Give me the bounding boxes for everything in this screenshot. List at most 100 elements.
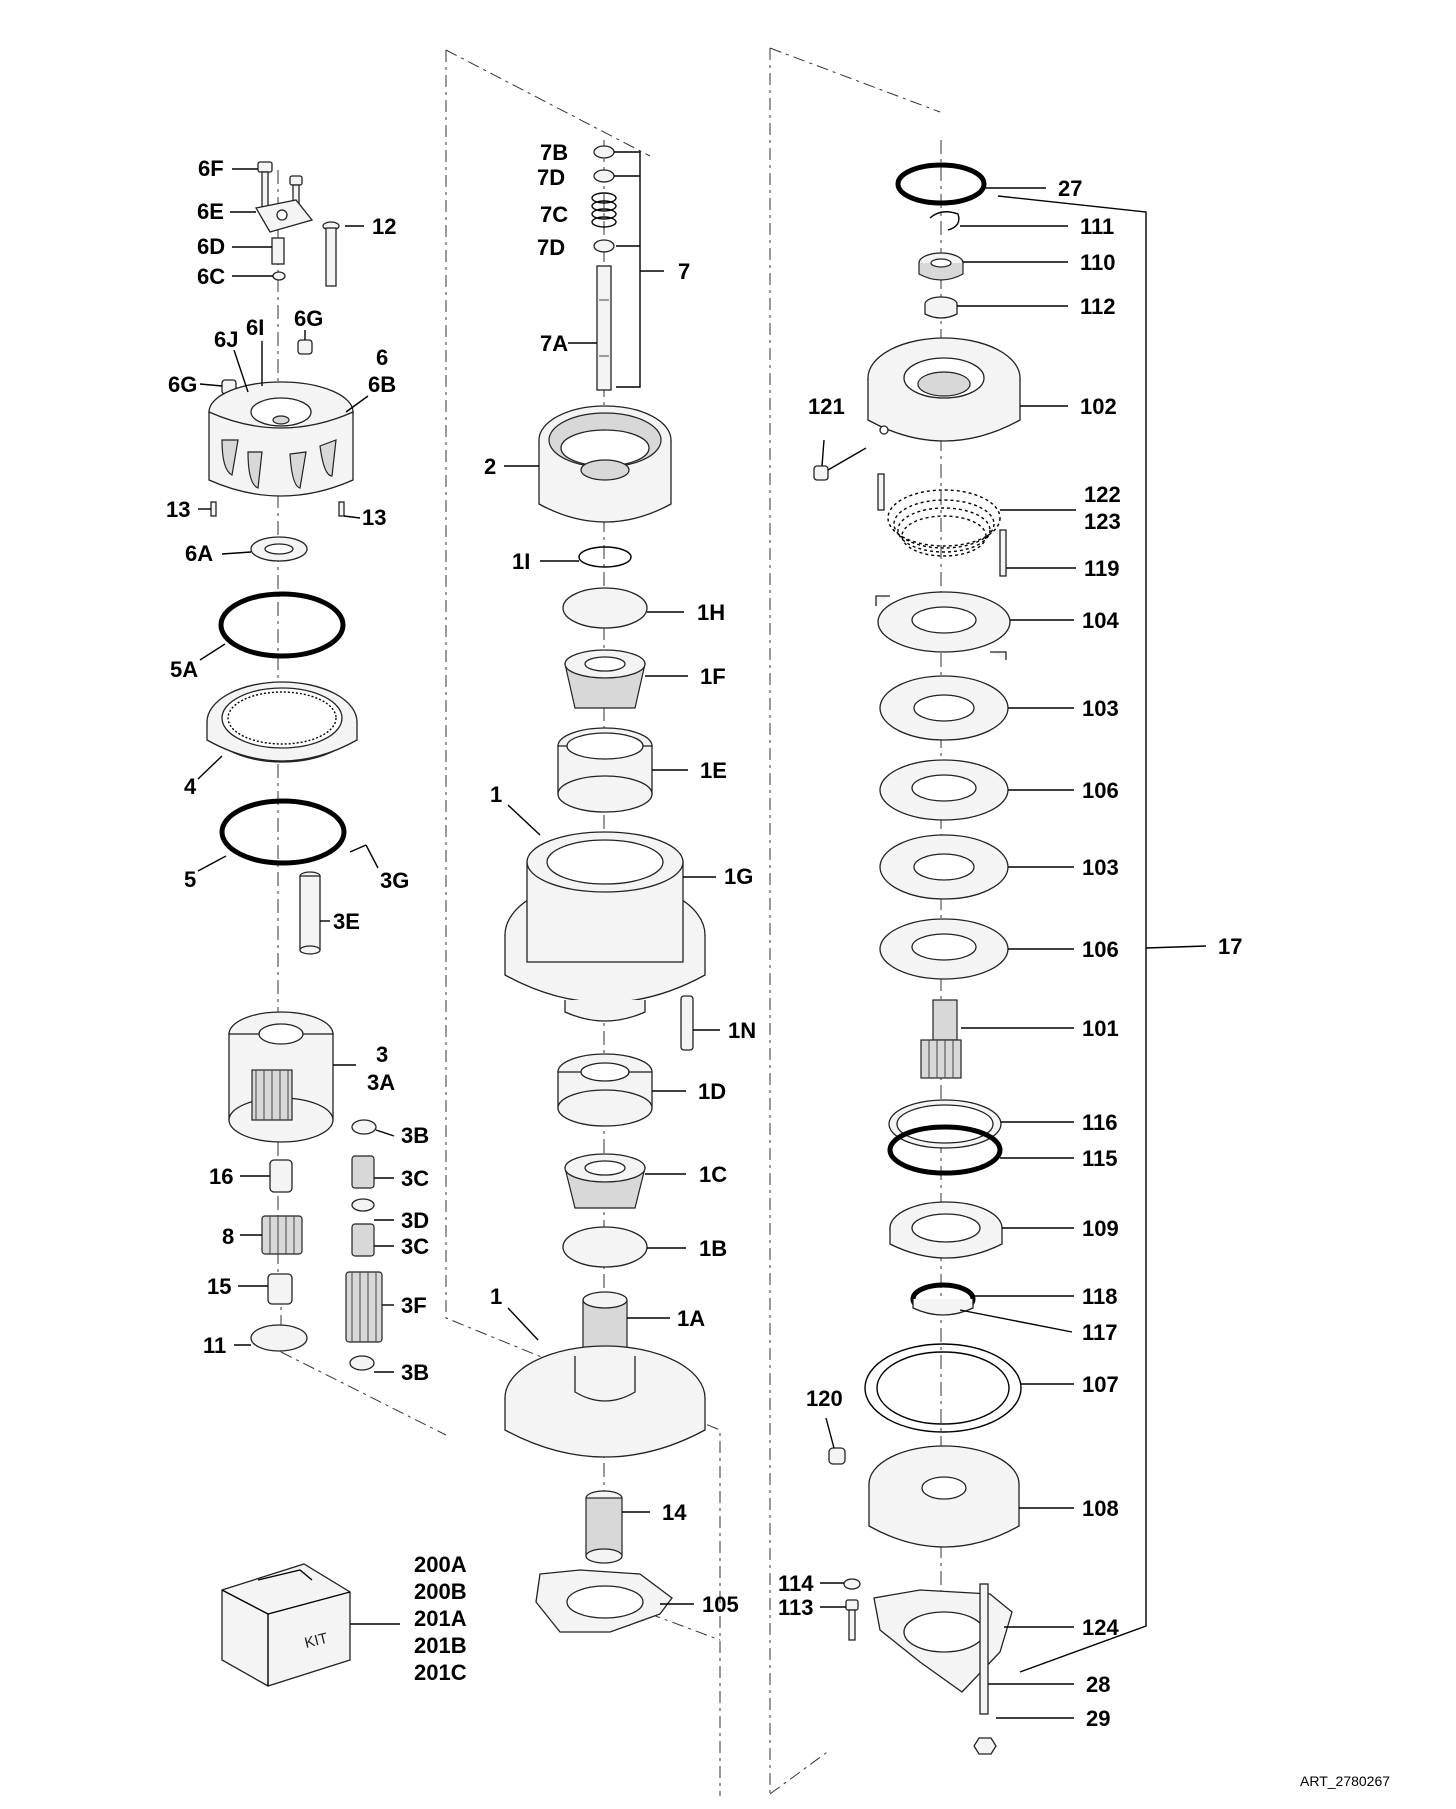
leader-lines [197, 151, 1207, 1719]
part-16-bushing [269, 1159, 293, 1193]
label-5: 5 [184, 867, 196, 892]
label-6G-b: 6G [168, 372, 197, 397]
label-1H: 1H [697, 600, 725, 625]
part-3C-bearing-b [351, 1223, 375, 1257]
kit-box-label: KIT [303, 1630, 330, 1652]
label-6F: 6F [198, 156, 224, 181]
right-column-parts [813, 162, 1022, 1755]
part-3F-planet-gear [345, 1271, 383, 1343]
part-13-pin-b [338, 501, 345, 517]
label-3C-a: 3C [401, 1166, 429, 1191]
label-109: 109 [1082, 1216, 1119, 1241]
label-12: 12 [372, 214, 396, 239]
label-1B: 1B [699, 1236, 727, 1261]
label-201C: 201C [414, 1660, 467, 1685]
part-3B-washer-a [351, 1119, 377, 1135]
label-106-a: 106 [1082, 778, 1119, 803]
label-106-b: 106 [1082, 937, 1119, 962]
label-15: 15 [207, 1274, 231, 1299]
kit-box: KIT [221, 1563, 351, 1687]
part-120-fitting [828, 1447, 846, 1465]
part-3D-spacer [351, 1198, 375, 1212]
part-5-oring [219, 798, 347, 866]
left-column-parts [206, 161, 383, 1371]
part-109-piston [889, 1201, 1003, 1259]
part-6G-plug-a [297, 339, 313, 355]
label-7D-a: 7D [537, 165, 565, 190]
label-28: 28 [1086, 1672, 1110, 1697]
part-104-plate [875, 591, 1011, 660]
part-1E-cup [557, 727, 653, 813]
label-6D: 6D [197, 234, 225, 259]
label-11: 11 [203, 1333, 226, 1358]
label-3C-b: 3C [401, 1234, 429, 1259]
part-111-snapring [929, 211, 960, 231]
label-3: 3 [376, 1042, 388, 1067]
label-1G: 1G [724, 864, 753, 889]
label-105: 105 [702, 1592, 739, 1617]
label-13-a: 13 [166, 497, 190, 522]
label-120: 120 [806, 1386, 843, 1411]
part-12-bolt [322, 221, 340, 287]
label-6J: 6J [214, 327, 238, 352]
part-112-bushing [924, 296, 958, 319]
label-2: 2 [484, 454, 496, 479]
label-7A: 7A [540, 331, 568, 356]
label-118: 118 [1082, 1284, 1118, 1309]
part-13-pin-a [210, 501, 217, 517]
part-3B-washer-b [349, 1355, 375, 1371]
part-6A-seal [250, 536, 308, 562]
part-7D-washer-b [593, 239, 615, 253]
label-14: 14 [662, 1500, 687, 1525]
label-7C: 7C [540, 202, 568, 227]
part-114-washer [843, 1578, 861, 1590]
label-3E: 3E [333, 909, 360, 934]
part-1D-cup [557, 1053, 653, 1127]
part-27-oring [895, 162, 987, 206]
part-7A-shaft [596, 265, 612, 391]
part-8-sun-gear [261, 1215, 303, 1255]
label-115: 115 [1082, 1146, 1118, 1171]
label-3G: 3G [380, 868, 409, 893]
label-1F: 1F [700, 664, 726, 689]
part-7D-washer-a [593, 169, 615, 183]
label-117: 117 [1082, 1320, 1118, 1345]
label-6E: 6E [197, 199, 224, 224]
label-119: 119 [1084, 556, 1120, 581]
label-1I: 1I [512, 549, 530, 574]
part-119-pin-b [999, 529, 1007, 577]
label-16: 16 [209, 1164, 233, 1189]
label-122: 122 [1084, 482, 1121, 507]
part-2-drum [538, 405, 672, 523]
label-114: 114 [778, 1571, 814, 1596]
label-121: 121 [808, 394, 845, 419]
part-15-bushing [267, 1273, 293, 1305]
label-6: 6 [376, 345, 388, 370]
label-27: 27 [1058, 176, 1082, 201]
label-107: 107 [1082, 1372, 1119, 1397]
label-1D: 1D [698, 1079, 726, 1104]
label-17: 17 [1218, 934, 1242, 959]
label-7B: 7B [540, 140, 568, 165]
middle-column-parts [504, 145, 706, 1633]
part-1F-bearing [564, 649, 646, 709]
part-102-housing [867, 337, 1021, 442]
part-7B-ring [593, 145, 615, 159]
part-3C-bearing-a [351, 1155, 375, 1189]
label-110: 110 [1080, 250, 1116, 275]
part-3G-pin [349, 844, 367, 853]
part-118-seal [910, 1282, 976, 1316]
part-1B-ring [562, 1226, 648, 1268]
label-1-b: 1 [490, 1284, 502, 1309]
label-8: 8 [222, 1224, 234, 1249]
part-1G-hub [504, 831, 706, 1022]
part-28-stud [979, 1583, 989, 1715]
label-3A: 3A [367, 1070, 395, 1095]
label-1C: 1C [699, 1162, 727, 1187]
label-113: 113 [778, 1595, 814, 1620]
label-101: 101 [1082, 1016, 1119, 1041]
part-5A-oring [218, 591, 346, 659]
part-106-plate-a [879, 759, 1009, 821]
label-29: 29 [1086, 1706, 1110, 1731]
